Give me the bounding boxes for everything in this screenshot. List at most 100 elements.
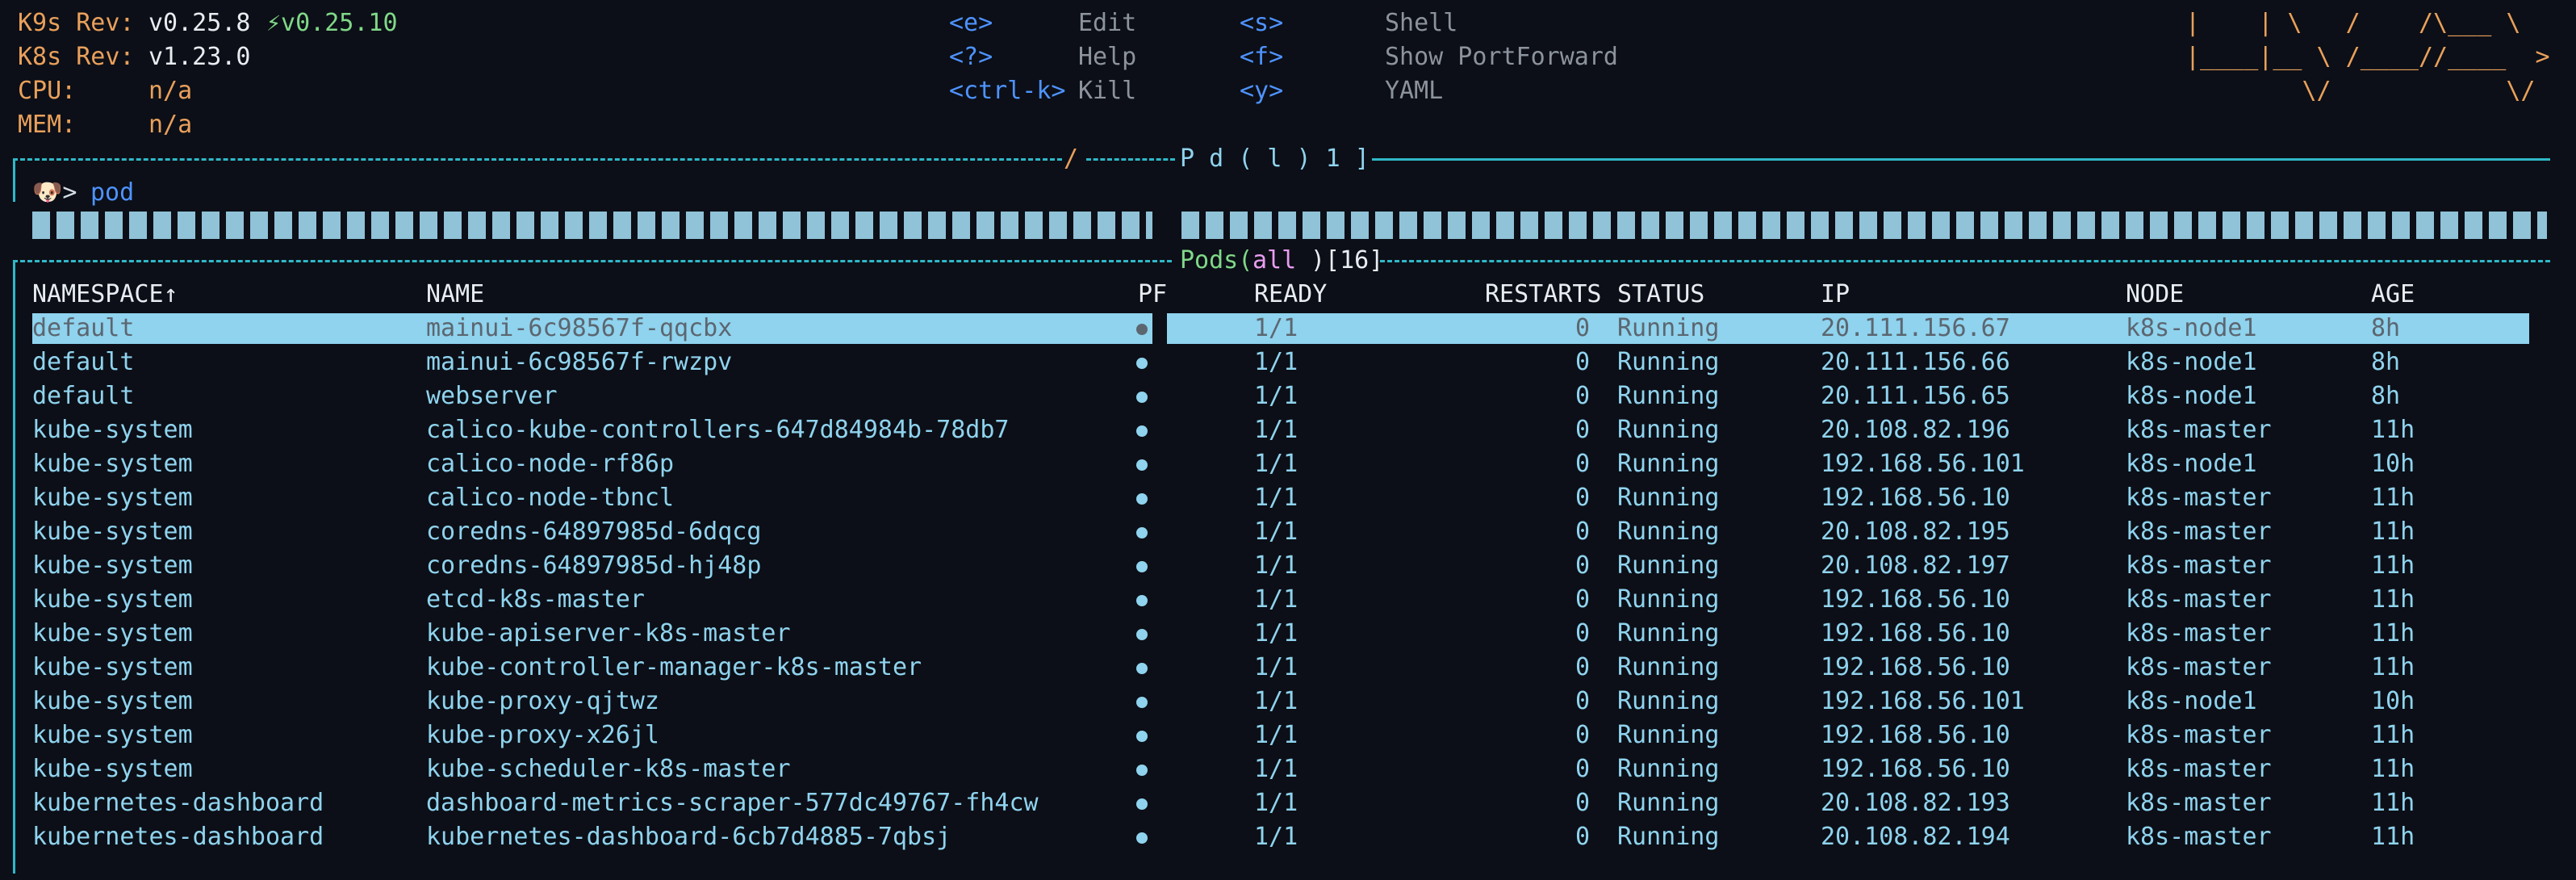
column-header-age[interactable]: AGE (2371, 280, 2415, 308)
cell-restarts: 0 (1574, 484, 1590, 512)
cell-ip: 192.168.56.101 (1821, 687, 2025, 715)
cell-name: mainui-6c98567f-qqcbx (426, 314, 733, 342)
cell-node: k8s-node1 (2126, 687, 2257, 715)
column-header-status[interactable]: STATUS (1617, 280, 1705, 308)
cell-status: Running (1617, 484, 1720, 512)
shortcut-kill-label[interactable]: Kill (1078, 77, 1137, 105)
cell-ready: 1/1 (1254, 314, 1298, 342)
shortcut-edit-key[interactable]: <e> (949, 9, 993, 37)
cell-age: 11h (2371, 518, 2415, 546)
cell-namespace: kube-system (32, 551, 193, 580)
shortcut-yaml-label[interactable]: YAML (1385, 77, 1444, 105)
shortcut-shell-key[interactable]: <s> (1240, 9, 1284, 37)
prompt-command[interactable]: pod (90, 178, 135, 207)
cell-name: kube-scheduler-k8s-master (426, 755, 791, 783)
cell-status: Running (1617, 518, 1720, 546)
port-forward-indicator (1136, 719, 1148, 752)
cell-status: Running (1617, 823, 1720, 851)
frame-top-slash: / (1064, 145, 1079, 173)
cell-name: dashboard-metrics-scraper-577dc49767-fh4… (426, 789, 1039, 817)
shortcut-help-label[interactable]: Help (1078, 43, 1137, 71)
cell-restarts: 0 (1574, 755, 1590, 783)
cell-node: k8s-master (2126, 755, 2272, 783)
column-header-namespace[interactable]: NAMESPACE↑ (32, 280, 178, 308)
port-forward-indicator (1136, 413, 1148, 447)
status-dot-icon (1136, 798, 1148, 810)
cell-status: Running (1617, 789, 1720, 817)
column-header-ip[interactable]: IP (1821, 280, 1850, 308)
pods-title-suffix: )[16] (1311, 246, 1384, 274)
column-header-pf[interactable]: PF (1138, 280, 1168, 308)
cell-age: 10h (2371, 687, 2415, 715)
frame-top-right (1372, 158, 2550, 161)
cell-status: Running (1617, 314, 1720, 342)
column-header-restarts[interactable]: RESTARTS (1485, 280, 1602, 308)
cell-ready: 1/1 (1254, 823, 1298, 851)
shortcut-help-key[interactable]: <?> (949, 43, 993, 71)
cell-ip: 20.108.82.195 (1821, 518, 2010, 546)
cpu-value: n/a (148, 77, 193, 105)
shortcut-portforward-label[interactable]: Show PortForward (1385, 43, 1618, 71)
cell-restarts: 0 (1574, 619, 1590, 647)
cell-name: coredns-64897985d-hj48p (426, 551, 762, 580)
column-header-node[interactable]: NODE (2126, 280, 2185, 308)
mem-label: MEM: (18, 111, 77, 139)
port-forward-indicator (1136, 786, 1148, 820)
cell-ready: 1/1 (1254, 721, 1298, 749)
status-dot-icon (1136, 628, 1148, 640)
table-header: NAMESPACE↑ NAME PF READY RESTARTS STATUS… (32, 278, 2534, 312)
status-dot-icon (1136, 425, 1148, 437)
cell-namespace: kube-system (32, 653, 193, 681)
cell-status: Running (1617, 619, 1720, 647)
cell-namespace: default (32, 314, 135, 342)
cell-age: 11h (2371, 823, 2415, 851)
shortcut-shell-label[interactable]: Shell (1385, 9, 1458, 37)
cell-namespace: kube-system (32, 450, 193, 478)
cell-age: 11h (2371, 619, 2415, 647)
cell-ip: 192.168.56.101 (1821, 450, 2025, 478)
cell-restarts: 0 (1574, 450, 1590, 478)
status-dot-icon (1136, 764, 1148, 776)
status-dot-icon (1136, 492, 1148, 505)
column-header-ready[interactable]: READY (1254, 280, 1328, 308)
shortcut-edit-label[interactable]: Edit (1078, 9, 1137, 37)
cell-restarts: 0 (1574, 789, 1590, 817)
shortcut-yaml-key[interactable]: <y> (1240, 77, 1284, 105)
k9s-update-version: ⚡v0.25.10 (266, 9, 398, 37)
cell-ip: 192.168.56.10 (1821, 653, 2010, 681)
shortcut-kill-key[interactable]: <ctrl-k> (949, 77, 1066, 105)
status-dot-icon (1136, 730, 1148, 742)
cell-age: 11h (2371, 653, 2415, 681)
cell-age: 8h (2371, 382, 2401, 410)
cell-namespace: default (32, 382, 135, 410)
port-forward-indicator (1136, 685, 1148, 719)
pods-title-prefix: Pods( (1180, 246, 1253, 274)
cell-age: 11h (2371, 721, 2415, 749)
shortcut-portforward-key[interactable]: <f> (1240, 43, 1284, 71)
status-dot-icon (1136, 696, 1148, 708)
cell-ip: 192.168.56.10 (1821, 585, 2010, 614)
cell-node: k8s-node1 (2126, 450, 2257, 478)
cell-ip: 192.168.56.10 (1821, 721, 2010, 749)
cpu-label: CPU: (18, 77, 77, 105)
header: K9s Rev: v0.25.8 ⚡v0.25.10 K8s Rev: v1.2… (0, 0, 2576, 145)
column-header-name[interactable]: NAME (426, 280, 485, 308)
cell-status: Running (1617, 382, 1720, 410)
port-forward-indicator (1136, 617, 1148, 651)
